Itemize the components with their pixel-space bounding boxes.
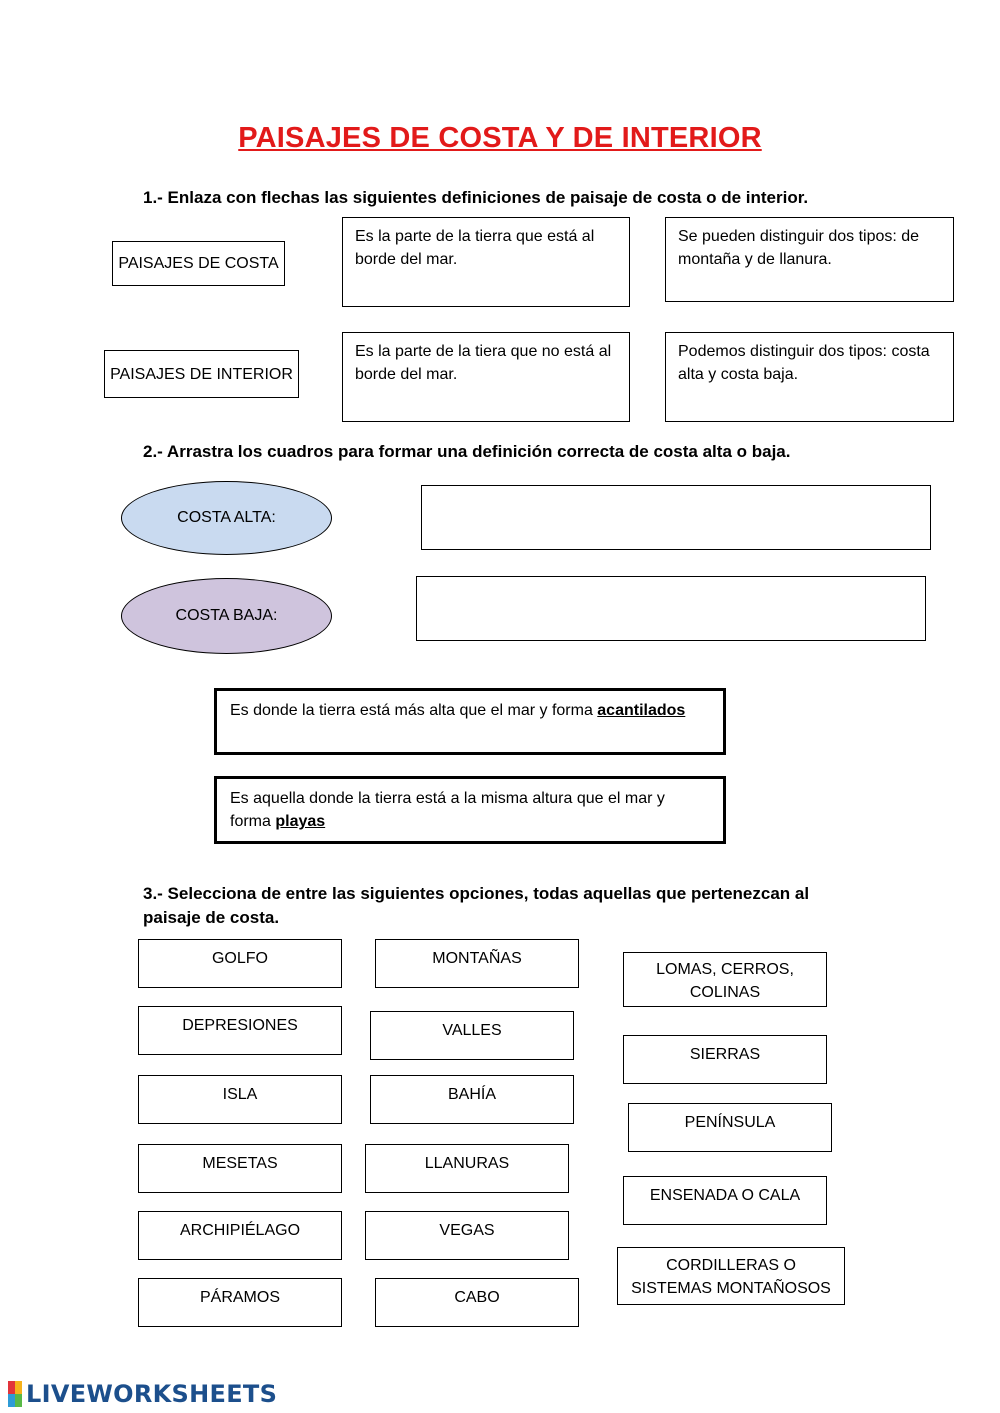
liveworksheets-logo-icon — [8, 1381, 22, 1407]
drop-zone-costa-alta[interactable] — [421, 485, 931, 550]
option-ensenada-o-cala[interactable]: ENSENADA O CALA — [623, 1176, 827, 1225]
label-paisajes-interior-text: PAISAJES DE INTERIOR — [110, 365, 293, 383]
option-isla[interactable]: ISLA — [138, 1075, 342, 1124]
option-valles[interactable]: VALLES — [370, 1011, 574, 1060]
definition-box-4[interactable]: Podemos distinguir dos tipos: costa alta… — [665, 332, 954, 422]
question-3: 3.- Selecciona de entre las siguientes o… — [143, 884, 810, 927]
costa-alta-ellipse: COSTA ALTA: — [121, 481, 332, 555]
drop-zone-costa-baja[interactable] — [416, 576, 926, 641]
definition-text-1: Es la parte de la tierra que está al bor… — [355, 228, 595, 268]
option-bahia[interactable]: BAHÍA — [370, 1075, 574, 1124]
option-depresiones[interactable]: DEPRESIONES — [138, 1006, 342, 1055]
definition-text-4: Podemos distinguir dos tipos: costa alta… — [678, 343, 930, 383]
costa-baja-ellipse: COSTA BAJA: — [121, 578, 332, 654]
label-paisajes-costa-text: PAISAJES DE COSTA — [118, 255, 279, 272]
label-paisajes-interior[interactable]: PAISAJES DE INTERIOR — [104, 350, 299, 398]
card-acantilados-keyword: acantilados — [597, 702, 686, 719]
costa-baja-label: COSTA BAJA: — [175, 607, 278, 624]
option-montanas[interactable]: MONTAÑAS — [375, 939, 579, 988]
definition-box-1[interactable]: Es la parte de la tierra que está al bor… — [342, 217, 630, 307]
option-mesetas[interactable]: MESETAS — [138, 1144, 342, 1193]
draggable-card-playas[interactable]: Es aquella donde la tierra está a la mis… — [214, 776, 726, 844]
label-paisajes-costa[interactable]: PAISAJES DE COSTA — [112, 241, 285, 286]
definition-text-2: Se pueden distinguir dos tipos: de monta… — [678, 228, 920, 268]
definition-box-3[interactable]: Es la parte de la tiera que no está al b… — [342, 332, 630, 422]
definition-box-2[interactable]: Se pueden distinguir dos tipos: de monta… — [665, 217, 954, 302]
page-title: PAISAJES DE COSTA Y DE INTERIOR — [238, 122, 762, 154]
option-archipielago[interactable]: ARCHIPIÉLAGO — [138, 1211, 342, 1260]
liveworksheets-logo-text: LIVEWORKSHEETS — [26, 1380, 278, 1408]
option-peninsula[interactable]: PENÍNSULA — [628, 1103, 832, 1152]
card-playas-text: Es aquella donde la tierra está a la mis… — [230, 790, 665, 830]
option-golfo[interactable]: GOLFO — [138, 939, 342, 988]
option-cordilleras-sistemas-montanosos[interactable]: CORDILLERAS O SISTEMAS MONTAÑOSOS — [617, 1247, 845, 1305]
costa-alta-label: COSTA ALTA: — [177, 509, 276, 526]
definition-text-3: Es la parte de la tiera que no está al b… — [355, 343, 612, 383]
liveworksheets-logo: LIVEWORKSHEETS — [8, 1380, 277, 1408]
option-sierras[interactable]: SIERRAS — [623, 1035, 827, 1084]
question-1: 1.- Enlaza con flechas las siguientes de… — [143, 188, 809, 207]
option-lomas-cerros-colinas[interactable]: LOMAS, CERROS, COLINAS — [623, 952, 827, 1007]
option-vegas[interactable]: VEGAS — [365, 1211, 569, 1260]
question-2: 2.- Arrastra los cuadros para formar una… — [143, 442, 791, 461]
option-llanuras[interactable]: LLANURAS — [365, 1144, 569, 1193]
option-cabo[interactable]: CABO — [375, 1278, 579, 1327]
card-playas-keyword: playas — [275, 813, 326, 830]
draggable-card-acantilados[interactable]: Es donde la tierra está más alta que el … — [214, 688, 726, 755]
option-paramos[interactable]: PÁRAMOS — [138, 1278, 342, 1327]
card-acantilados-text: Es donde la tierra está más alta que el … — [230, 702, 598, 719]
